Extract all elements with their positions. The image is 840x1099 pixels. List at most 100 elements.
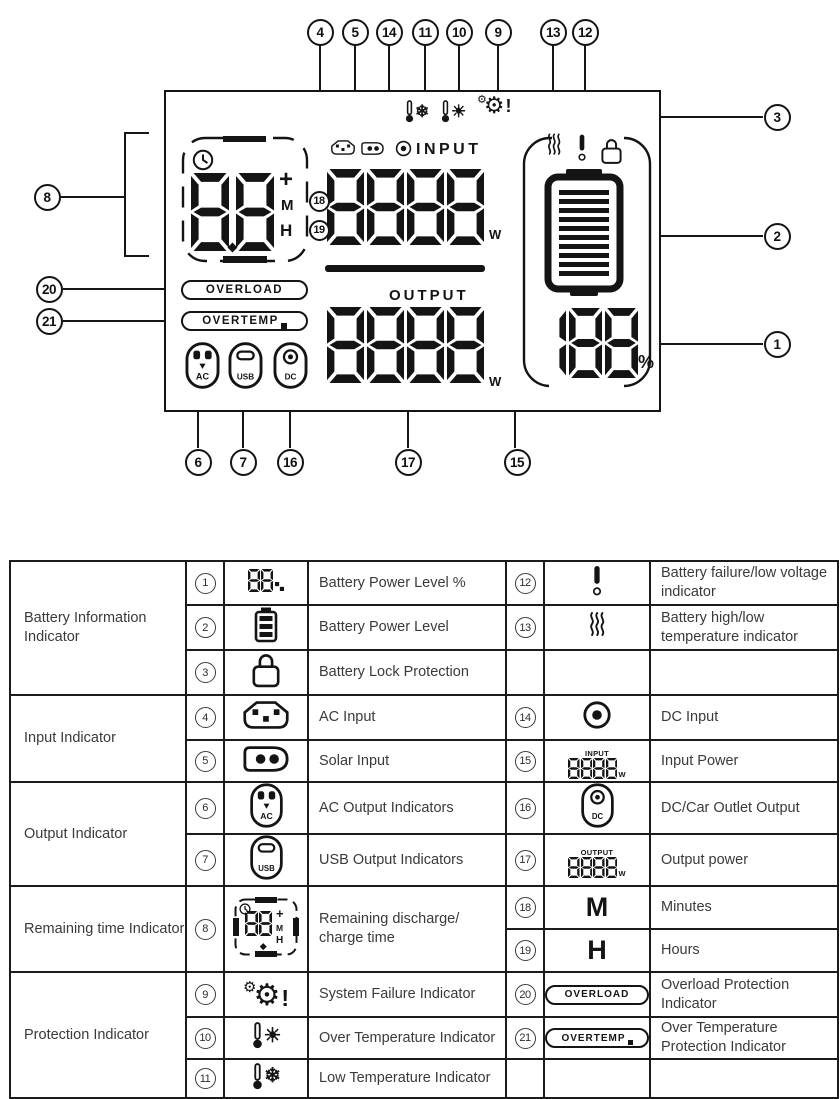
empty-cell bbox=[543, 1058, 651, 1099]
percent-sign: % bbox=[638, 352, 655, 372]
callout-7: 7 bbox=[229, 448, 257, 476]
charge-progress-bar bbox=[325, 265, 485, 272]
output-watt-label: W bbox=[489, 374, 502, 389]
input-label: INPUT bbox=[416, 141, 482, 158]
table-row: 10 ☀ Over Temperature Indicator 21 OVERT… bbox=[10, 1016, 839, 1060]
battery-region-frame bbox=[522, 135, 652, 389]
indicator-legend-table: Battery Information Indicator 1 Battery … bbox=[9, 560, 839, 1099]
output-power-digits bbox=[327, 307, 487, 383]
callout-10: 10 bbox=[445, 18, 473, 46]
callout-6: 6 bbox=[184, 448, 212, 476]
desc-battery-lock: Battery Lock Protection bbox=[307, 649, 507, 696]
callout-4: 4 bbox=[306, 18, 334, 46]
ac-output-icon: AC bbox=[185, 342, 220, 389]
over-temperature-icon: ☀ bbox=[440, 99, 466, 124]
desc-ac-input: AC Input bbox=[307, 694, 507, 741]
solar-input-icon bbox=[361, 142, 384, 155]
svg-text:USB: USB bbox=[237, 372, 254, 381]
callout-20: 20 bbox=[35, 275, 63, 303]
desc-overload-protection: Overload Protection Indicator bbox=[649, 971, 839, 1018]
desc-battery-temperature: Battery high/low temperature indicator bbox=[649, 604, 839, 651]
callout-2: 2 bbox=[763, 222, 791, 250]
output-label: OUTPUT bbox=[389, 287, 469, 304]
num-19: 19 bbox=[514, 940, 536, 961]
num-7: 7 bbox=[194, 849, 216, 871]
desc-output-power: Output power bbox=[649, 833, 839, 887]
desc-remaining-time: Remaining discharge/ charge time bbox=[307, 885, 507, 973]
num-15: 15 bbox=[514, 750, 536, 772]
overtemp-icon: OVERTEMP bbox=[545, 1028, 649, 1049]
callout-8: 8 bbox=[33, 183, 61, 211]
category-protection-indicator: Protection Indicator bbox=[9, 971, 187, 1099]
overtemp-indicator: OVERTEMP bbox=[181, 311, 308, 331]
callout-5: 5 bbox=[341, 18, 369, 46]
hours-label: H bbox=[280, 221, 293, 240]
dc-input-icon bbox=[395, 140, 412, 157]
num-11: 11 bbox=[194, 1068, 216, 1089]
battery-temperature-icon bbox=[588, 610, 606, 640]
lcd-display-diagram: ❄ ☀ ⚙⚙! + M H INPUT W OVERLOAD OVERTEMP … bbox=[0, 0, 840, 540]
solar-input-icon bbox=[243, 745, 289, 772]
table-row: 19 H Hours bbox=[10, 928, 839, 973]
low-temperature-icon: ❄ bbox=[251, 1062, 281, 1091]
desc-battery-failure: Battery failure/low voltage indicator bbox=[649, 560, 839, 606]
num-8: 8 bbox=[194, 918, 216, 940]
callout-14: 14 bbox=[375, 18, 403, 46]
desc-over-temperature: Over Temperature Indicator bbox=[307, 1016, 507, 1060]
num-3: 3 bbox=[194, 662, 216, 683]
battery-failure-icon bbox=[577, 133, 587, 163]
desc-hours: Hours bbox=[649, 928, 839, 973]
num-6: 6 bbox=[194, 797, 216, 819]
dc-output-icon: DC bbox=[273, 342, 308, 389]
battery-level-icon bbox=[253, 606, 279, 644]
desc-minutes: Minutes bbox=[649, 885, 839, 930]
desc-usb-output: USB Output Indicators bbox=[307, 833, 507, 887]
hours-glyph: H bbox=[587, 935, 607, 965]
remaining-time-frame bbox=[181, 136, 309, 263]
ac-input-icon bbox=[331, 140, 355, 155]
table-row: Input Indicator 4 AC Input 14 DC Input bbox=[9, 694, 839, 783]
table-row: Battery Information Indicator 1 Battery … bbox=[9, 560, 839, 696]
dc-input-icon bbox=[582, 700, 612, 730]
overload-label: OVERLOAD bbox=[205, 284, 284, 296]
category-remaining-time: Remaining time Indicator bbox=[9, 885, 187, 973]
num-21: 21 bbox=[514, 1027, 536, 1049]
battery-lock-icon bbox=[599, 137, 624, 165]
svg-text:AC: AC bbox=[260, 811, 273, 821]
desc-input-power: Input Power bbox=[649, 739, 839, 783]
num-18: 18 bbox=[514, 897, 536, 918]
callout-3: 3 bbox=[763, 103, 791, 131]
table-row: Protection Indicator 9 ⚙⚙! System Failur… bbox=[9, 971, 839, 1099]
num-1: 1 bbox=[194, 572, 216, 594]
callout-1: 1 bbox=[763, 330, 791, 358]
battery-percent-digits bbox=[533, 308, 641, 378]
overtemp-label: OVERTEMP bbox=[202, 315, 279, 327]
callout-16: 16 bbox=[276, 448, 304, 476]
callout-17: 17 bbox=[394, 448, 422, 476]
svg-text:USB: USB bbox=[258, 864, 275, 873]
num-14: 14 bbox=[514, 707, 536, 728]
battery-failure-icon bbox=[591, 565, 603, 597]
empty-cell bbox=[649, 1058, 839, 1099]
minutes-label: M bbox=[281, 197, 294, 214]
svg-text:AC: AC bbox=[196, 371, 210, 381]
input-power-digits bbox=[327, 169, 487, 245]
category-battery-information: Battery Information Indicator bbox=[9, 560, 187, 696]
svg-text:DC: DC bbox=[285, 372, 297, 381]
desc-battery-power-level: Battery Power Level bbox=[307, 604, 507, 651]
callout-12: 12 bbox=[571, 18, 599, 46]
callout-9: 9 bbox=[484, 18, 512, 46]
remaining-time-digits bbox=[191, 173, 281, 251]
overload-indicator: OVERLOAD bbox=[181, 280, 308, 300]
empty-cell bbox=[649, 649, 839, 696]
dc-output-icon: DC bbox=[580, 783, 614, 828]
desc-system-failure: System Failure Indicator bbox=[307, 971, 507, 1018]
minutes-glyph: M bbox=[585, 892, 609, 922]
num-9: 9 bbox=[194, 984, 216, 1005]
ac-output-icon: AC bbox=[249, 783, 283, 828]
callout-21: 21 bbox=[35, 307, 63, 335]
num-17: 17 bbox=[514, 849, 536, 871]
system-failure-icon: ⚙⚙! bbox=[477, 92, 512, 118]
